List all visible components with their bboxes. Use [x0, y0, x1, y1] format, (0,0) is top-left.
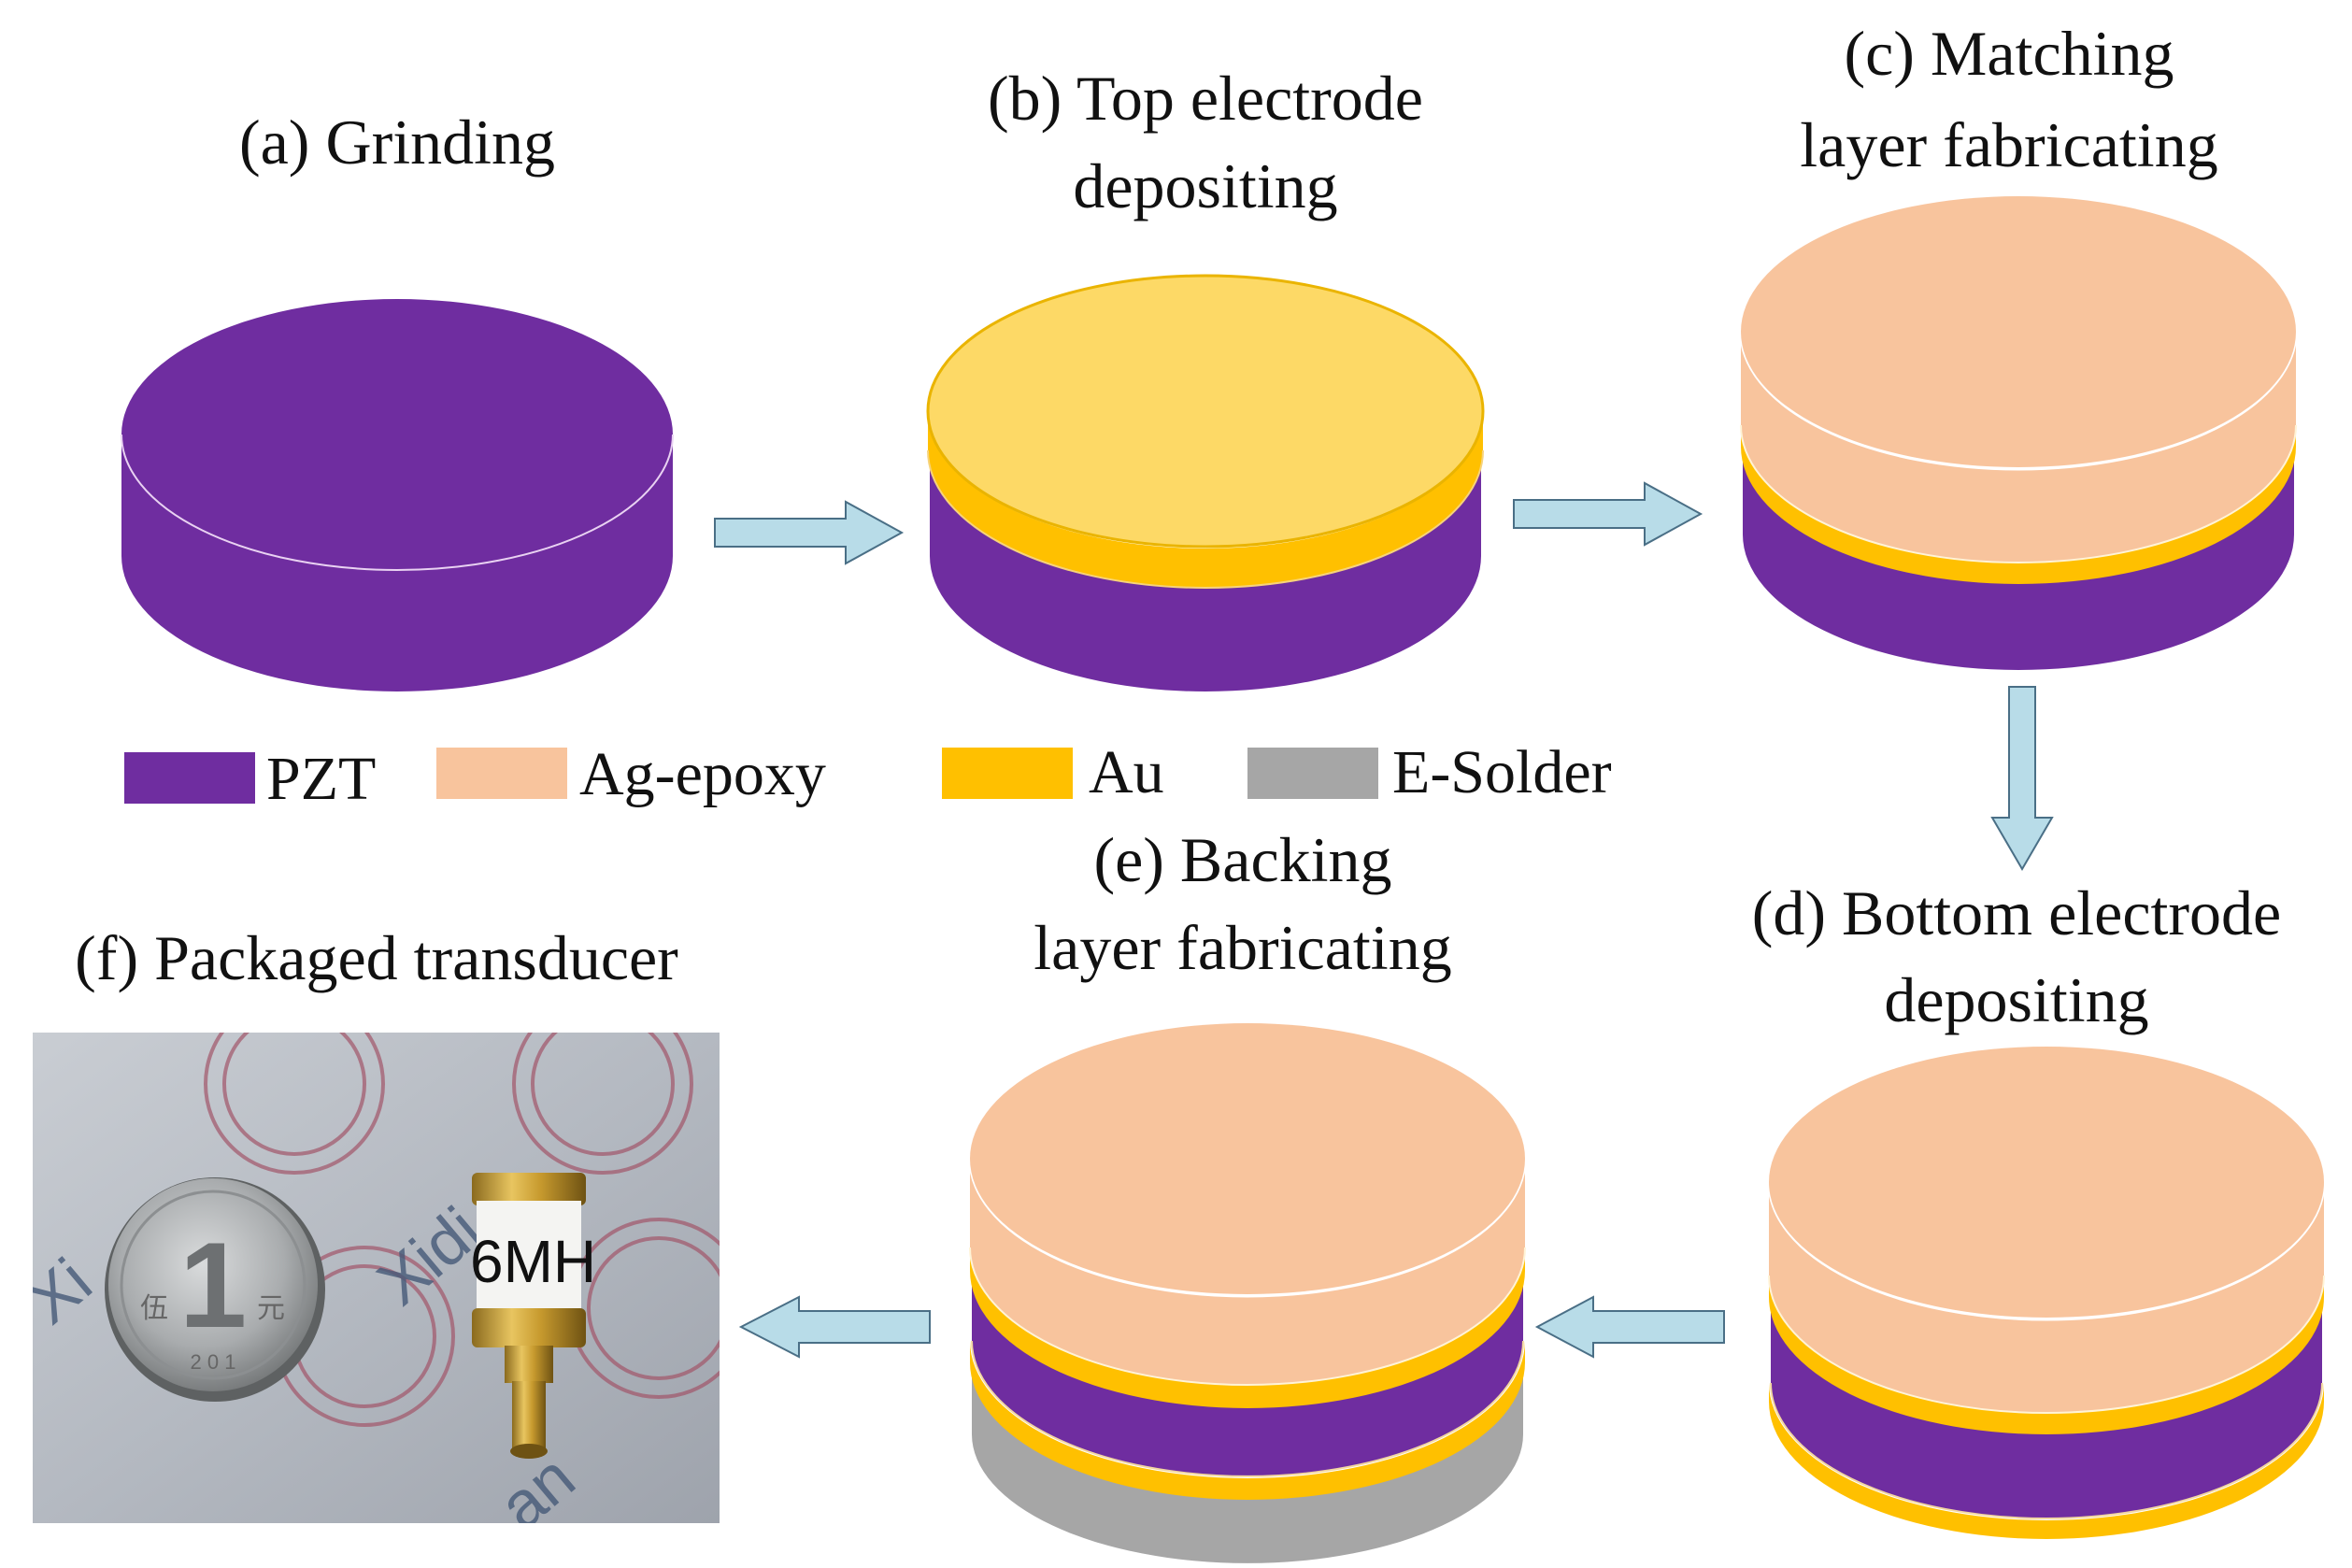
legend-swatch-pzt [124, 752, 255, 804]
arrow-right-a-to-b-icon [714, 500, 905, 565]
disk-d-bottom-electrode [1767, 1047, 2326, 1539]
coin-left-char: 伍 [140, 1292, 168, 1325]
legend-label-au: Au [1089, 738, 1164, 806]
legend-swatch-ag-epoxy [436, 748, 567, 799]
legend-swatch-au [942, 748, 1073, 799]
disk-a-pzt [121, 299, 674, 691]
disk-b-top-electrode [926, 274, 1485, 691]
step-b-label-line1: (b) Top electrode [988, 63, 1423, 134]
coin-value: 1 [179, 1217, 247, 1353]
arrow-left-d-to-e-icon [1534, 1295, 1725, 1359]
arrow-right-b-to-c-icon [1513, 481, 1703, 547]
disk-e-backing-layer [968, 1023, 1527, 1563]
arrow-down-c-to-d-icon [1990, 686, 2054, 871]
step-e-label-line2: layer fabricating [1033, 912, 1451, 983]
step-d-label-line1: (d) Bottom electrode [1752, 877, 2281, 948]
legend-label-ag-epoxy: Ag-epoxy [579, 740, 826, 808]
transducer-icon: 6MH [470, 1173, 596, 1459]
disk-c-matching-layer [1739, 196, 2298, 670]
coin-icon: 1 伍 元 2 0 1 [105, 1177, 325, 1402]
legend: PZT Ag-epoxy Au E-Solder [124, 738, 1612, 813]
step-c-label-line2: layer fabricating [1800, 109, 2217, 180]
legend-label-pzt: PZT [266, 745, 376, 813]
legend-swatch-e-solder [1247, 748, 1378, 799]
step-b-label-line2: depositing [1073, 150, 1337, 221]
transducer-sticker [477, 1201, 581, 1313]
step-d-label-line2: depositing [1884, 964, 2148, 1035]
packaged-transducer-photo: Xi Xidi an 1 伍 元 2 0 1 6MH [33, 1033, 720, 1523]
coin-right-char: 元 [257, 1292, 285, 1325]
step-e-label-line1: (e) Backing [1093, 824, 1391, 895]
legend-label-e-solder: E-Solder [1392, 738, 1612, 806]
step-f-label: (f) Packaged transducer [75, 922, 678, 993]
step-a-label: (a) Grinding [239, 107, 555, 178]
arrow-left-e-to-f-icon [738, 1295, 931, 1359]
step-c-label-line1: (c) Matching [1844, 18, 2174, 89]
transducer-sticker-text: 6MH [470, 1228, 596, 1295]
coin-year: 2 0 1 [191, 1350, 236, 1374]
